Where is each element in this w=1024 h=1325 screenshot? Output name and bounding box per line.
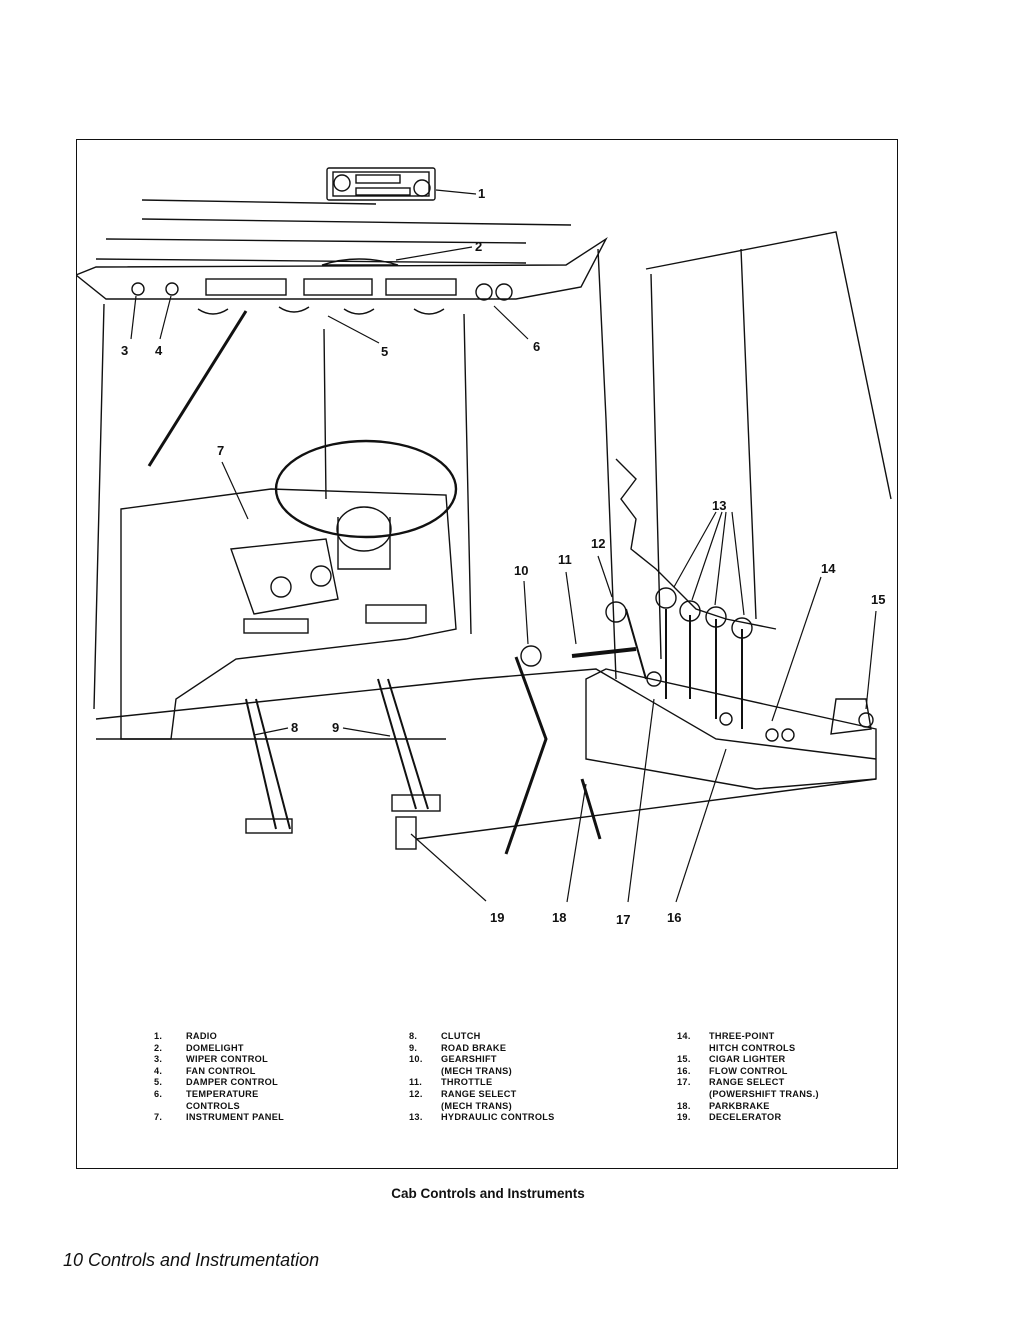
- legend-number: 17.: [677, 1077, 691, 1088]
- radio-drawing: [326, 167, 436, 201]
- legend-item: 17. RANGE SELECT (POWERSHIFT TRANS.): [677, 1077, 819, 1100]
- legend-number: 11.: [409, 1077, 423, 1088]
- figure-frame: [76, 139, 898, 1169]
- legend-number: 4.: [154, 1065, 163, 1076]
- callout-8: 8: [291, 720, 298, 735]
- legend-item: 6. TEMPERATURE CONTROLS: [154, 1089, 284, 1112]
- callout-5: 5: [381, 344, 388, 359]
- callout-11: 11: [558, 552, 572, 567]
- legend-label: WIPER CONTROL: [186, 1054, 268, 1065]
- legend-column-2: 8. CLUTCH 9. ROAD BRAKE 10. GEARSHIFT (MECH…: [409, 1031, 555, 1124]
- page-footer: 10 Controls and Instrumentation: [63, 1250, 320, 1270]
- legend-item: 12. RANGE SELECT (MECH TRANS): [409, 1089, 555, 1112]
- callout-15: 15: [871, 592, 885, 607]
- legend-number: 3.: [154, 1054, 163, 1065]
- callout-14: 14: [821, 561, 836, 576]
- legend-number: 13.: [409, 1112, 423, 1123]
- legend-item: 18. PARKBRAKE: [677, 1101, 819, 1113]
- legend-column-3: 14. THREE-POINT HITCH CONTROLS 15. CIGAR L…: [677, 1031, 819, 1124]
- legend-item: 14. THREE-POINT HITCH CONTROLS: [677, 1031, 819, 1054]
- callout-12: 12: [591, 536, 605, 551]
- legend-label: THREE-POINT HITCH CONTROLS: [709, 1031, 796, 1053]
- legend-label: RADIO: [186, 1031, 218, 1041]
- legend-number: 16.: [677, 1065, 691, 1076]
- legend-item: 15. CIGAR LIGHTER: [677, 1054, 819, 1066]
- figure-caption: Cab Controls and Instruments: [391, 1186, 585, 1201]
- legend-label: CIGAR LIGHTER: [709, 1054, 786, 1065]
- legend-item: 1. RADIO: [154, 1031, 284, 1043]
- legend-label: DECELERATOR: [709, 1112, 782, 1123]
- callout-17: 17: [616, 912, 630, 927]
- legend-item: 7. INSTRUMENT PANEL: [154, 1112, 284, 1124]
- legend-label: INSTRUMENT PANEL: [186, 1112, 285, 1123]
- legend-number: 5.: [154, 1077, 163, 1088]
- callout-2: 2: [475, 239, 482, 254]
- legend-label: HYDRAULIC CONTROLS: [441, 1112, 555, 1123]
- legend-item: 2. DOMELIGHT: [154, 1043, 284, 1055]
- callout-1: 1: [478, 186, 485, 201]
- legend-item: 9. ROAD BRAKE: [409, 1043, 555, 1055]
- legend-label: GEARSHIFT (MECH TRANS): [441, 1054, 512, 1076]
- legend-label: DAMPER CONTROL: [186, 1077, 278, 1088]
- legend-label: CLUTCH: [441, 1031, 481, 1041]
- legend-number: 2.: [154, 1042, 163, 1053]
- legend-number: 1.: [154, 1031, 163, 1041]
- legend-number: 12.: [409, 1088, 423, 1099]
- callout-18: 18: [552, 910, 566, 925]
- callout-10: 10: [514, 563, 528, 578]
- legend-number: 15.: [677, 1054, 691, 1065]
- legend-number: 6.: [154, 1088, 163, 1099]
- legend-label: RANGE SELECT (POWERSHIFT TRANS.): [709, 1077, 819, 1099]
- legend-label: FAN CONTROL: [186, 1065, 256, 1076]
- callout-13: 13: [712, 498, 726, 513]
- legend-item: 4. FAN CONTROL: [154, 1066, 284, 1078]
- legend-label: PARKBRAKE: [709, 1100, 770, 1111]
- legend-label: DOMELIGHT: [186, 1042, 244, 1053]
- callout-6: 6: [533, 339, 540, 354]
- legend-item: 10. GEARSHIFT (MECH TRANS): [409, 1054, 555, 1077]
- legend-item: 13. HYDRAULIC CONTROLS: [409, 1112, 555, 1124]
- callout-19: 19: [490, 910, 504, 925]
- legend-label: ROAD BRAKE: [441, 1042, 507, 1053]
- legend-number: 18.: [677, 1100, 691, 1111]
- legend-number: 9.: [409, 1042, 418, 1053]
- legend-item: 16. FLOW CONTROL: [677, 1066, 819, 1078]
- legend-number: 10.: [409, 1054, 423, 1065]
- legend-label: FLOW CONTROL: [709, 1065, 788, 1076]
- legend-item: 19. DECELERATOR: [677, 1112, 819, 1124]
- legend-number: 14.: [677, 1031, 691, 1041]
- callout-3: 3: [121, 343, 128, 358]
- legend-item: 3. WIPER CONTROL: [154, 1054, 284, 1066]
- legend-column-1: 1. RADIO 2. DOMELIGHT 3. WIPER CONTROL 4. FA…: [154, 1031, 284, 1124]
- legend-label: RANGE SELECT (MECH TRANS): [441, 1088, 517, 1111]
- cab-illustration: 1 2 3 4 5 6 7 8 9 10 11 12 13 14 15 16 1…: [76, 167, 892, 927]
- legend-number: 7.: [154, 1112, 163, 1123]
- legend-number: 19.: [677, 1112, 691, 1123]
- legend-item: 5. DAMPER CONTROL: [154, 1077, 284, 1089]
- callout-4: 4: [155, 343, 163, 358]
- callout-9: 9: [332, 720, 339, 735]
- legend-item: 11. THROTTLE: [409, 1077, 555, 1089]
- callout-7: 7: [217, 443, 224, 458]
- legend-item: 8. CLUTCH: [409, 1031, 555, 1043]
- legend-label: THROTTLE: [441, 1077, 493, 1088]
- legend-number: 8.: [409, 1031, 418, 1041]
- callout-16: 16: [667, 910, 681, 925]
- legend-label: TEMPERATURE CONTROLS: [186, 1088, 259, 1111]
